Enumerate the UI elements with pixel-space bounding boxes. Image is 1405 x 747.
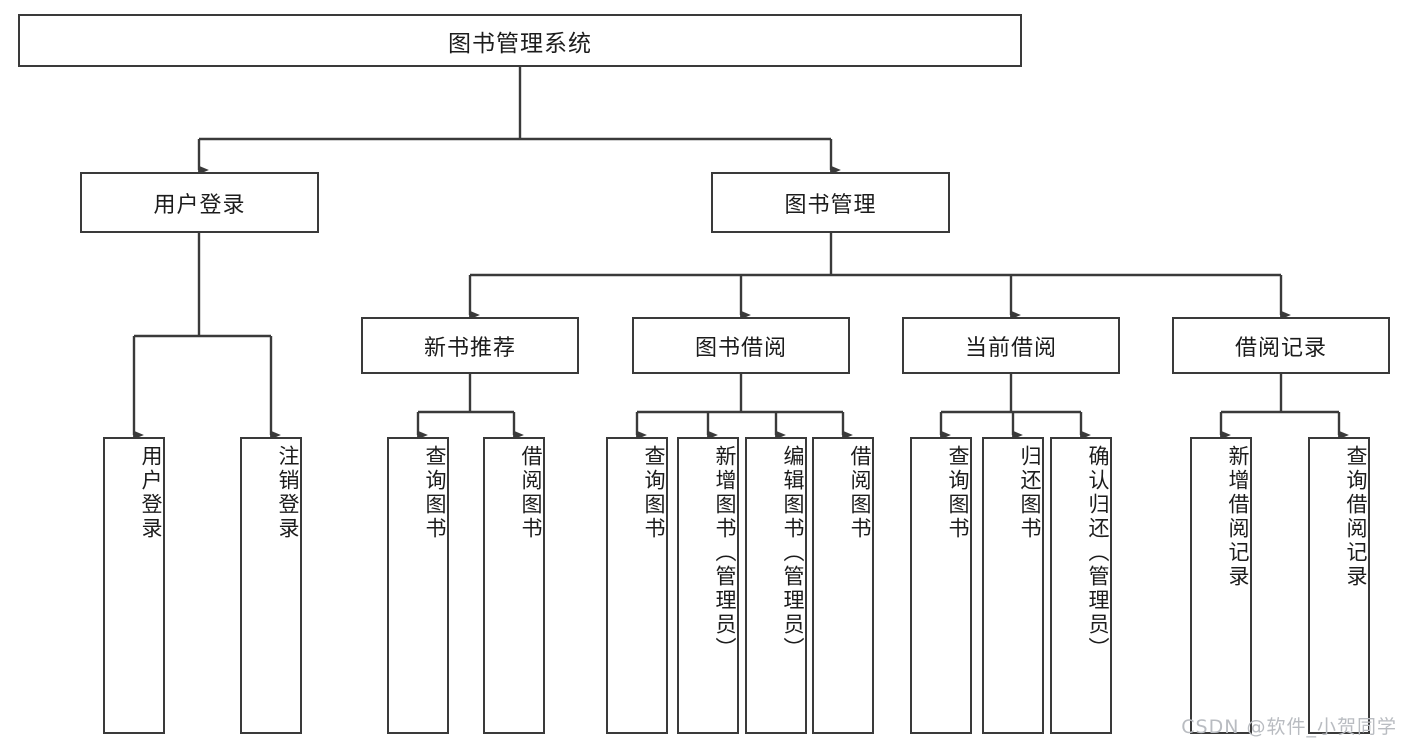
node-leaf-query-record[interactable]: 查询借阅记录 [1308,437,1370,734]
leaf-label: 查询图书 [642,445,666,541]
node-root-label: 图书管理系统 [448,30,592,57]
node-leaf-query-book-2[interactable]: 查询图书 [606,437,668,734]
node-leaf-borrow-book-2[interactable]: 借阅图书 [812,437,874,734]
node-current-borrow[interactable]: 当前借阅 [902,317,1120,374]
leaf-label: 借阅图书 [519,445,543,541]
node-root[interactable]: 图书管理系统 [18,14,1022,67]
node-book-borrow[interactable]: 图书借阅 [632,317,850,374]
node-new-book-rec-label: 新书推荐 [423,335,516,361]
node-leaf-return-book[interactable]: 归还图书 [982,437,1044,734]
node-user-login[interactable]: 用户登录 [80,172,319,233]
node-leaf-query-book-3[interactable]: 查询图书 [910,437,972,734]
node-book-manage-label: 图书管理 [784,192,877,218]
watermark: CSDN @软件_小贺同学 [1181,716,1397,738]
leaf-label: 编辑图书（管理员） [781,445,805,661]
node-new-book-rec[interactable]: 新书推荐 [361,317,579,374]
node-leaf-borrow-book-1[interactable]: 借阅图书 [483,437,545,734]
node-leaf-confirm-return[interactable]: 确认归还（管理员） [1050,437,1112,734]
node-current-borrow-label: 当前借阅 [964,335,1057,361]
leaf-label: 归还图书 [1018,445,1042,541]
leaf-label: 查询借阅记录 [1344,445,1368,589]
leaf-label: 新增借阅记录 [1226,445,1250,589]
leaf-label: 确认归还（管理员） [1086,445,1110,661]
node-book-borrow-label: 图书借阅 [694,335,787,361]
leaf-label: 用户登录 [139,445,163,541]
node-user-login-label: 用户登录 [153,192,246,218]
node-leaf-add-record[interactable]: 新增借阅记录 [1190,437,1252,734]
node-book-manage[interactable]: 图书管理 [711,172,950,233]
node-leaf-edit-book[interactable]: 编辑图书（管理员） [745,437,807,734]
leaf-label: 新增图书（管理员） [713,445,737,661]
leaf-label: 查询图书 [423,445,447,541]
node-borrow-record[interactable]: 借阅记录 [1172,317,1390,374]
node-borrow-record-label: 借阅记录 [1234,335,1327,361]
node-leaf-user-login[interactable]: 用户登录 [103,437,165,734]
node-leaf-add-book[interactable]: 新增图书（管理员） [677,437,739,734]
node-leaf-query-book-1[interactable]: 查询图书 [387,437,449,734]
leaf-label: 借阅图书 [848,445,872,541]
leaf-label: 查询图书 [946,445,970,541]
node-leaf-user-logout[interactable]: 注销登录 [240,437,302,734]
leaf-label: 注销登录 [276,445,300,541]
